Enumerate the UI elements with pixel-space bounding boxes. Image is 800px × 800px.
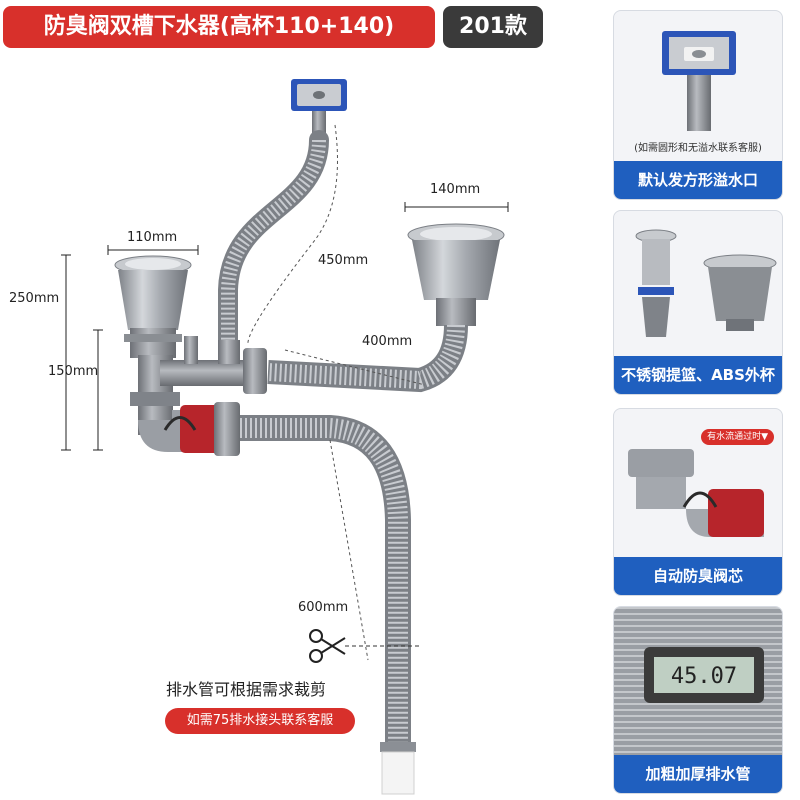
overflow-outlet bbox=[291, 79, 347, 141]
dim-250: 250mm bbox=[9, 291, 60, 306]
cut-hint: 排水管可根据需求裁剪 bbox=[166, 680, 327, 699]
dim-450: 450mm bbox=[318, 253, 369, 268]
gauge-reading: 45.07 bbox=[671, 664, 737, 689]
overflow-image bbox=[614, 11, 782, 161]
card-caption: 默认发方形溢水口 bbox=[614, 161, 782, 199]
card-caption: 自动防臭阀芯 bbox=[614, 557, 782, 595]
dim-600: 600mm bbox=[298, 600, 349, 615]
card-hose: 45.07 加粗加厚排水管 bbox=[613, 606, 783, 794]
valve-image bbox=[614, 409, 782, 557]
left-basket bbox=[114, 255, 192, 358]
product-title-badge: 防臭阀双槽下水器(高杯110+140) bbox=[3, 6, 435, 48]
card-caption: 加粗加厚排水管 bbox=[614, 755, 782, 793]
model-badge: 201款 bbox=[443, 6, 543, 48]
drain-diagram bbox=[61, 79, 509, 795]
right-basket bbox=[407, 223, 505, 326]
overflow-note: (如需圆形和无溢水联系客服) bbox=[634, 143, 762, 154]
flow-badge: 有水流通过时▼ bbox=[701, 429, 774, 445]
contact-pill: 如需75排水接头联系客服 bbox=[165, 708, 355, 734]
card-valve: 有水流通过时▼ 自动防臭阀芯 bbox=[613, 408, 783, 596]
card-caption: 不锈钢提篮、ABS外杯 bbox=[614, 356, 782, 394]
dim-150: 150mm bbox=[48, 364, 99, 379]
hose-image: 45.07 bbox=[614, 607, 782, 757]
dim-400: 400mm bbox=[362, 334, 413, 349]
card-basket: 不锈钢提篮、ABS外杯 bbox=[613, 210, 783, 395]
scissors-icon bbox=[309, 629, 346, 663]
dim-140: 140mm bbox=[430, 182, 481, 197]
basket-image bbox=[614, 211, 782, 356]
card-overflow: (如需圆形和无溢水联系客服) 默认发方形溢水口 bbox=[613, 10, 783, 200]
dim-110: 110mm bbox=[127, 230, 178, 245]
